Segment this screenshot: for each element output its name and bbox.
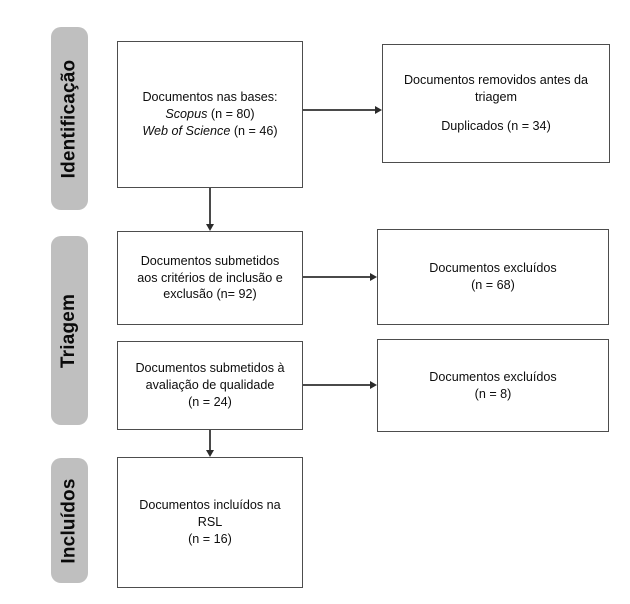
line-screened-1: Documentos submetidos — [140, 253, 280, 268]
line-excluded1-count: (n = 68) — [471, 278, 515, 292]
box-records-removed-text: Documentos removidos antes da triagem Du… — [404, 72, 588, 134]
line-excluded1-label: Documentos excluídos — [429, 261, 557, 276]
connector-quality-to-excluded2 — [303, 384, 370, 386]
line-included-3: (n = 16) — [188, 531, 232, 546]
line-screened-3: exclusão (n= 92) — [163, 287, 257, 302]
box-records-included: Documentos incluídos na RSL (n = 16) — [117, 457, 303, 588]
stage-label-identificacao: Identificação — [58, 59, 80, 178]
source-name-scopus: Scopus — [165, 107, 208, 122]
line-quality-3: (n = 24) — [188, 394, 232, 409]
box-records-excluded-1: Documentos excluídos (n = 68) — [377, 229, 609, 325]
line-quality-2: avaliação de qualidade — [145, 378, 275, 393]
arrowhead-identified-to-removed — [375, 105, 382, 114]
text-spacer — [404, 106, 588, 118]
source-count-wos: (n = 46) — [230, 123, 278, 138]
box-records-quality-assessed: Documentos submetidos à avaliação de qua… — [117, 341, 303, 430]
connector-identified-to-screened — [209, 188, 211, 224]
line-excluded2-label: Documentos excluídos — [429, 369, 557, 384]
box-records-included-text: Documentos incluídos na RSL (n = 16) — [139, 497, 280, 547]
line-included-2: RSL — [197, 515, 223, 530]
connector-identified-to-removed — [303, 109, 375, 111]
arrowhead-screened-to-excluded1 — [370, 272, 377, 281]
line-wos: Web of Science (n = 46) — [142, 123, 277, 140]
source-count-scopus: (n = 80) — [207, 107, 255, 122]
arrowhead-quality-to-included — [205, 450, 214, 457]
line-quality-1: Documentos submetidos à — [135, 361, 285, 376]
stage-pill-triagem: Triagem — [51, 236, 88, 425]
arrowhead-identified-to-screened — [205, 224, 214, 231]
line-removed-1: Documentos removidos antes da — [403, 73, 589, 88]
connector-screened-to-excluded1 — [303, 276, 370, 278]
line-included-1: Documentos incluídos na — [139, 498, 281, 513]
source-name-wos: Web of Science — [142, 123, 231, 138]
line-databases: Documentos nas bases: — [142, 90, 278, 105]
box-records-identified-text: Documentos nas bases: Scopus (n = 80) We… — [142, 89, 277, 139]
line-duplicates: Duplicados (n = 34) — [441, 118, 551, 133]
line-removed-2: triagem — [474, 90, 517, 105]
arrowhead-quality-to-excluded2 — [370, 380, 377, 389]
line-excluded2-count: (n = 8) — [474, 386, 512, 401]
box-records-excluded-1-text: Documentos excluídos (n = 68) — [429, 260, 556, 293]
stage-pill-identificacao: Identificação — [51, 27, 88, 210]
box-records-screened: Documentos submetidos aos critérios de i… — [117, 231, 303, 325]
stage-label-triagem: Triagem — [58, 293, 80, 368]
box-records-screened-text: Documentos submetidos aos critérios de i… — [137, 253, 283, 303]
box-records-quality-assessed-text: Documentos submetidos à avaliação de qua… — [135, 360, 284, 410]
box-records-removed: Documentos removidos antes da triagem Du… — [382, 44, 610, 163]
stage-pill-incluidos: Incluídos — [51, 458, 88, 583]
line-scopus: Scopus (n = 80) — [142, 106, 277, 123]
connector-quality-to-included — [209, 430, 211, 450]
stage-label-incluidos: Incluídos — [58, 477, 80, 564]
line-screened-2: aos critérios de inclusão e — [137, 270, 283, 285]
box-records-excluded-2: Documentos excluídos (n = 8) — [377, 339, 609, 432]
box-records-identified: Documentos nas bases: Scopus (n = 80) We… — [117, 41, 303, 188]
box-records-excluded-2-text: Documentos excluídos (n = 8) — [429, 369, 556, 402]
